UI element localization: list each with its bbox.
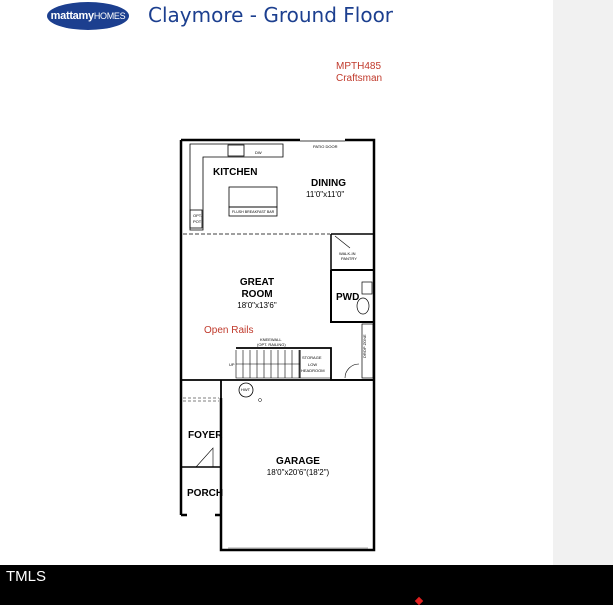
great-room-label-1: GREAT — [240, 277, 274, 288]
breakfast-bar — [228, 206, 278, 217]
footer-bar — [0, 565, 613, 605]
toilet — [356, 297, 370, 315]
storage-label-2: LOW — [308, 362, 317, 367]
storage-label-3: HEADROOM — [301, 368, 325, 373]
kitchen-counter — [189, 143, 284, 231]
exterior-wall — [181, 138, 376, 380]
drop-zone — [361, 323, 374, 379]
pantry-wall — [330, 233, 374, 270]
storage-label-1: STORAGE — [302, 355, 322, 360]
powder-room-wall — [330, 269, 374, 323]
foyer-dashed — [183, 397, 219, 402]
vanity — [361, 281, 373, 295]
fridge — [189, 209, 203, 229]
pantry-label-1: WALK-IN — [339, 251, 356, 256]
model-style: Craftsman — [336, 73, 383, 84]
porch-label: PORCH — [187, 488, 223, 499]
page-title: Claymore - Ground Floor — [148, 3, 394, 27]
garage-size: 18'0"x20'6"(18'2") — [267, 468, 330, 477]
kitchen-island — [228, 186, 278, 208]
drop-zone-label: DROP ZONE — [362, 334, 367, 358]
exterior-wall — [219, 380, 376, 552]
side-panel — [553, 0, 613, 565]
opt-pot-label-2: POT — [193, 219, 202, 224]
breakfast-bar-label: FLUSH BREAKFAST BAR — [232, 210, 275, 214]
floor-plan-drawing: KITCHEN DINING 11'0"x11'0" GREAT ROOM 18… — [179, 138, 376, 552]
patio-door-label: PATIO DOOR — [313, 144, 338, 149]
pantry-label-2: PANTRY — [341, 256, 357, 261]
great-room-size: 18'0"x13'6" — [237, 301, 277, 310]
model-info: MPTH485 Craftsman — [336, 61, 382, 85]
front-door-swing — [195, 447, 214, 468]
open-rails-label: Open Rails — [204, 325, 253, 336]
logo-text: mattamy — [50, 10, 94, 22]
floor-drain — [258, 398, 262, 402]
dishwasher-label: DW — [255, 150, 262, 155]
pwd-label: PWD — [336, 292, 359, 303]
kneewall-label-2: (OPT. RAILING) — [257, 342, 286, 347]
kitchen-label: KITCHEN — [213, 167, 257, 178]
dining-size: 11'0"x11'0" — [306, 190, 344, 199]
stairs — [235, 350, 331, 379]
pantry-door-swing — [334, 235, 351, 249]
model-code: MPTH485 — [336, 61, 382, 72]
kneewall-label-1: KNEEWALL — [260, 337, 282, 342]
garage-door-swing — [344, 363, 360, 379]
footer-brand: TMLS — [6, 568, 47, 585]
dining-label: DINING — [311, 178, 346, 189]
opt-pot-label-1: OPT. — [193, 213, 202, 218]
stairs-up-label: UP — [229, 362, 235, 367]
foyer-label: FOYER — [188, 430, 223, 441]
hwt-label: HWT — [241, 387, 251, 392]
range — [227, 144, 245, 157]
logo-text-suffix: HOMES — [93, 11, 126, 21]
water-heater — [238, 382, 254, 398]
garage-label: GARAGE — [276, 456, 320, 467]
foyer-wall — [181, 379, 236, 398]
great-room-label-2: ROOM — [241, 289, 272, 300]
floorplan-sheet — [0, 0, 553, 565]
